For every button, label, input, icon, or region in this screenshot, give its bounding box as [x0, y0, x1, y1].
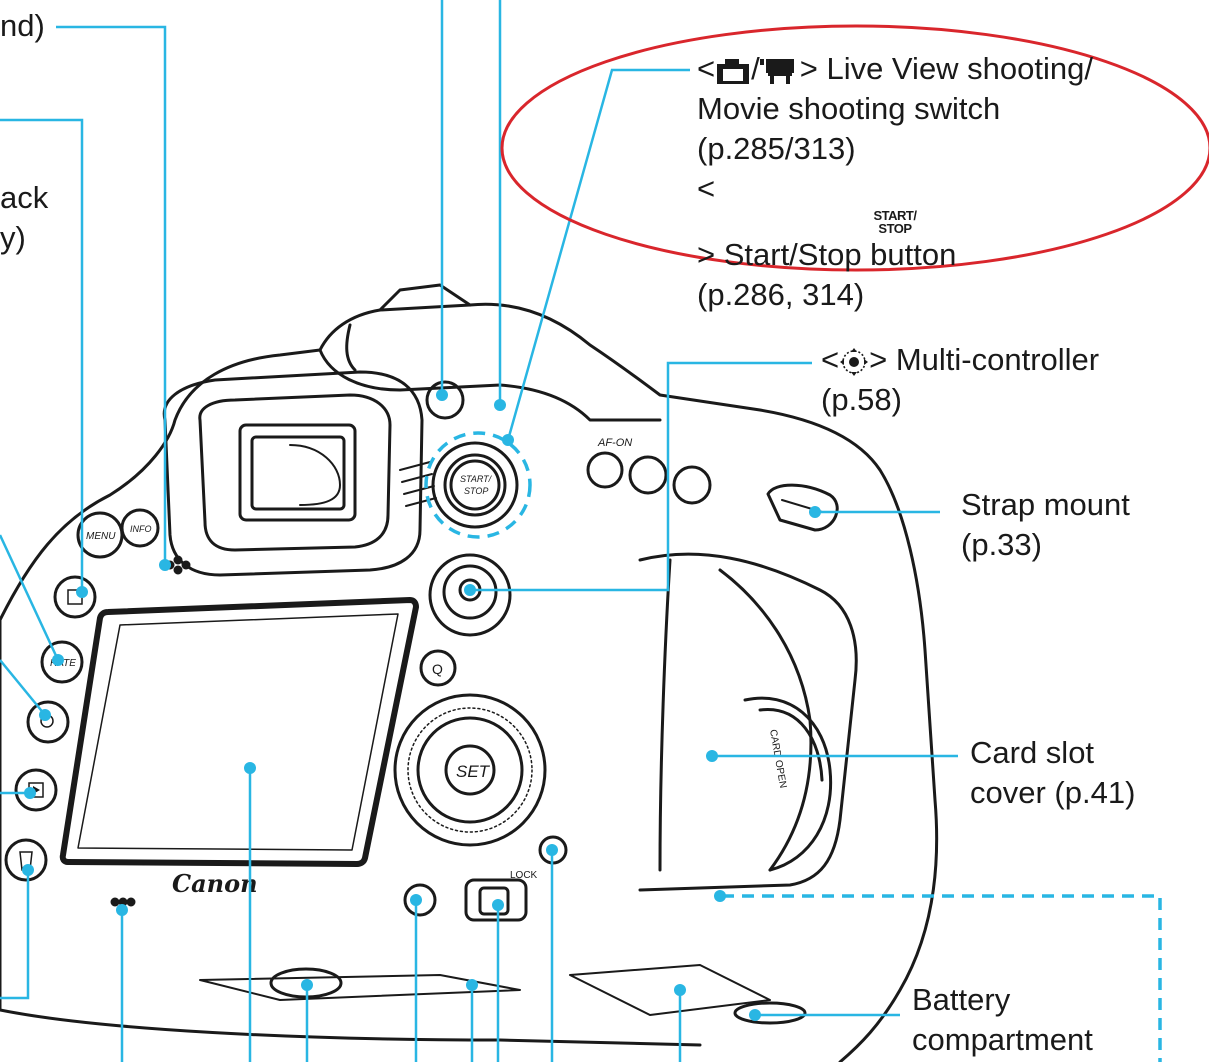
leader-lines — [0, 0, 958, 1062]
rate-button-label: RATE — [50, 658, 76, 669]
card-open-label: CARD OPEN — [767, 729, 788, 789]
lock-label: LOCK — [510, 870, 538, 881]
label-multi-controller: <> Multi-controller (p.58) — [821, 342, 1100, 417]
brand-logo: Canon — [172, 869, 258, 898]
set-button-label: SET — [456, 762, 491, 781]
leader-line-multi-controller — [470, 361, 812, 592]
leader-line-dashed-right — [722, 894, 1162, 1062]
label-card-slot-cover: Card slot cover (p.41) — [970, 735, 1136, 810]
q-button-label: Q — [432, 661, 443, 677]
leader-line-erase — [0, 870, 30, 1000]
camera-body — [0, 283, 939, 1062]
camera-icon — [717, 58, 750, 84]
start-button-label-bottom: STOP — [464, 486, 488, 496]
label-strap-mount: Strap mount (p.33) — [961, 487, 1130, 562]
camera-markings: Canon MENU INFO RATE SET Q AF-ON LOCK ST… — [19, 437, 788, 898]
movie-camera-icon — [759, 58, 794, 84]
label-battery-compartment: Battery compartment — [912, 982, 1093, 1057]
leader-line-live-view — [506, 68, 690, 441]
leader-line-zoom — [0, 659, 46, 716]
label-live-view-switch: </> Live View shooting/ Movie shooting s… — [697, 51, 1093, 312]
start-button-label-top: START/ — [460, 474, 493, 484]
leader-line-top-left — [56, 25, 167, 565]
leader-dots — [22, 389, 821, 1021]
start-stop-dashed-ring — [424, 431, 532, 539]
dashed-leader-lines — [424, 431, 1162, 1062]
leader-line-playback — [0, 118, 84, 592]
label-playback-partial: ack y) — [0, 180, 49, 255]
menu-button-label: MENU — [86, 531, 116, 542]
highlight-ellipse — [500, 24, 1209, 272]
leader-line-rate — [0, 534, 60, 661]
info-button-label: INFO — [130, 524, 152, 534]
label-top-left-partial: nd) — [0, 8, 45, 43]
af-on-label: AF-ON — [597, 437, 632, 449]
multi-controller-icon — [840, 347, 869, 376]
start-stop-symbol: START/STOP — [873, 208, 917, 236]
